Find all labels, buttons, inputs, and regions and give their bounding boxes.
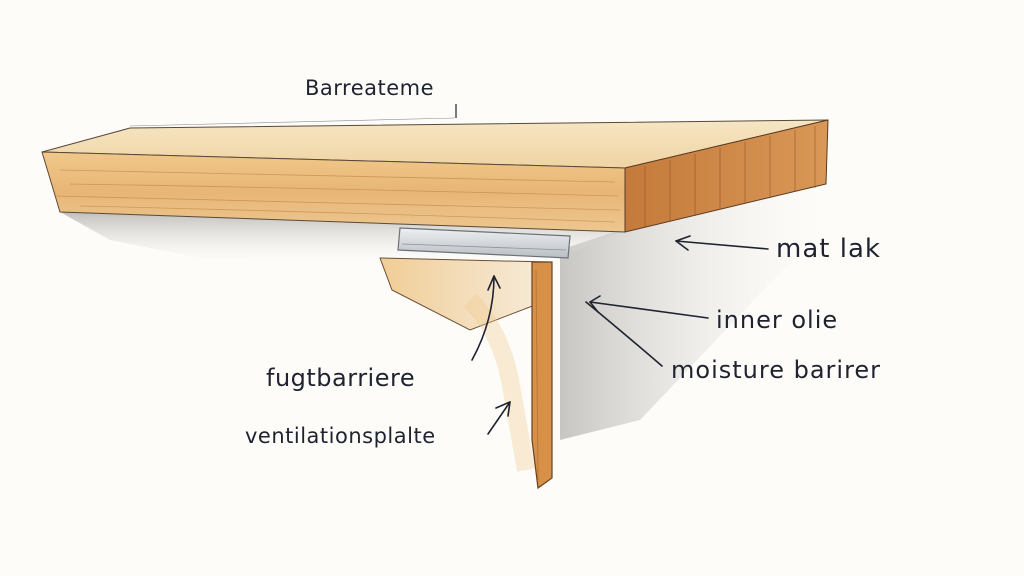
tabletop-end-face <box>624 119 829 233</box>
metal-bracket <box>397 227 571 259</box>
end-grain <box>644 126 816 228</box>
label-inner-olie: inner olie <box>716 306 839 334</box>
label-ventilationsplate: ventilationsplalte <box>245 424 436 448</box>
support-post <box>531 261 553 490</box>
label-fugtbarriere: fugtbarriere <box>266 364 416 392</box>
annotation-arrows <box>471 235 769 435</box>
diagram-title: Barreateme <box>305 76 435 100</box>
label-moisture-barrier: moisture barirer <box>671 356 882 384</box>
support-plate <box>379 257 549 331</box>
label-mat-lak: mat lak <box>776 234 881 264</box>
